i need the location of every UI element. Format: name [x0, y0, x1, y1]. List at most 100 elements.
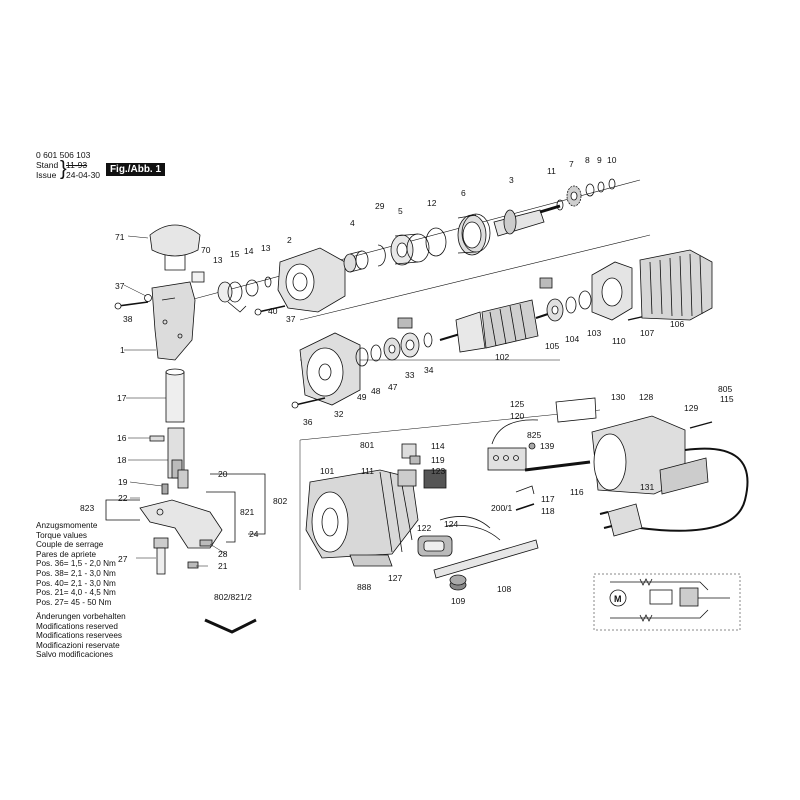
bearing-part [383, 337, 401, 361]
part-label: 9 [597, 155, 602, 165]
part-label: 7 [569, 159, 574, 169]
part-label: 117 [541, 494, 555, 504]
mod-line: Änderungen vorbehalten [36, 612, 126, 621]
screw-part [161, 483, 169, 495]
part-label: 4 [350, 218, 355, 228]
part-label: 13 [261, 243, 271, 253]
eccentric-shaft-part [493, 204, 561, 237]
bearing-part [400, 332, 420, 358]
part-label: 102 [495, 352, 509, 362]
part-label: 37 [286, 314, 296, 324]
washer-part [144, 294, 152, 302]
switch-rod-part [433, 539, 539, 579]
motor-symbol: M [614, 594, 622, 604]
torque-line: Pares de apriete [36, 549, 97, 559]
part-label: 131 [640, 482, 654, 492]
terminal-part [409, 455, 421, 465]
bracket-line [105, 499, 140, 512]
part-label: 111 [361, 466, 374, 476]
bracket-glyph: } [60, 158, 67, 180]
part-label: 127 [388, 573, 402, 583]
torque-line: Anzugsmomente [36, 521, 98, 530]
part-label: 1 [120, 345, 125, 355]
part-label: 823 [80, 503, 94, 513]
part-label: 27 [118, 554, 128, 564]
flange-housing-part [299, 332, 361, 406]
wire-part [491, 419, 539, 445]
part-label: 48 [371, 386, 381, 396]
screw-part [528, 442, 536, 450]
gear-housing-part [277, 247, 346, 313]
part-label: 29 [375, 201, 385, 211]
magnet-part [539, 277, 553, 289]
suppressor-part [397, 469, 417, 487]
part-label: 22 [118, 493, 128, 503]
part-label: 129 [684, 403, 698, 413]
part-label: 40 [268, 306, 278, 316]
part-label: 128 [639, 392, 653, 402]
part-label: 118 [541, 506, 555, 516]
spacer-part [370, 344, 382, 362]
knob-part [149, 224, 201, 271]
stand-label: Stand [36, 160, 59, 170]
torque-line: Pos. 21= 4,0 - 4,5 Nm [36, 588, 116, 598]
part-label: 8 [585, 155, 590, 165]
needle-bearing-part [343, 250, 369, 273]
magnet-part [397, 317, 413, 329]
part-label: 10 [607, 155, 617, 165]
ring-part [245, 279, 259, 297]
part-label: 802 [273, 496, 287, 506]
ring-part [578, 290, 592, 310]
circlip-part [608, 178, 616, 190]
part-label: 119 [431, 455, 445, 465]
washer-part [355, 347, 369, 367]
part-label: 101 [320, 466, 334, 476]
guide-line [299, 234, 651, 321]
bracket-line [206, 491, 236, 543]
part-label: 20 [218, 469, 228, 479]
part-label: 125 [510, 399, 524, 409]
part-label: 49 [357, 392, 367, 402]
plunger-part [167, 427, 185, 479]
circlip-part [377, 244, 386, 267]
pin-part [149, 435, 165, 442]
ball-bearing-part [390, 233, 430, 266]
date-old: 11-93 [66, 160, 88, 170]
washer-part [597, 181, 605, 193]
part-label: 70 [201, 245, 211, 255]
part-label: 805 [718, 384, 732, 394]
part-label: 14 [244, 246, 254, 256]
clamp-part [515, 485, 535, 495]
bearing-part [546, 298, 564, 322]
pinion-part [566, 185, 582, 207]
part-label: 109 [451, 596, 465, 606]
part-label: 21 [218, 561, 228, 571]
part-label: 17 [117, 393, 127, 403]
part-label: 802/821/2 [214, 592, 252, 602]
washer-part [565, 296, 577, 314]
washer-part [556, 199, 564, 211]
screw-part [254, 305, 286, 316]
part-label: 106 [670, 319, 684, 329]
brush-rod-part [524, 460, 591, 472]
part-label: 6 [461, 188, 466, 198]
part-label: 36 [303, 417, 313, 427]
part-label: 3 [509, 175, 514, 185]
guide-line [299, 409, 601, 441]
part-label: 888 [357, 582, 371, 592]
part-label: 15 [230, 249, 240, 259]
label-plate-part [349, 554, 393, 567]
part-label: 110 [612, 336, 626, 346]
modifications-note: Änderungen vorbehalten Modifications res… [36, 612, 126, 660]
part-label: 12 [427, 198, 437, 208]
figure-label: Fig./Abb. 1 [106, 163, 165, 176]
part-label: 47 [388, 382, 398, 392]
torque-line: Pos. 27= 45 - 50 Nm [36, 597, 112, 607]
bearing-part [585, 183, 595, 197]
part-label: 37 [115, 281, 125, 291]
screw-part [291, 397, 326, 409]
spring-part [449, 574, 467, 591]
torque-line: Pos. 36= 1,5 - 2,0 Nm [36, 559, 116, 569]
brush-holder-part [401, 443, 417, 459]
